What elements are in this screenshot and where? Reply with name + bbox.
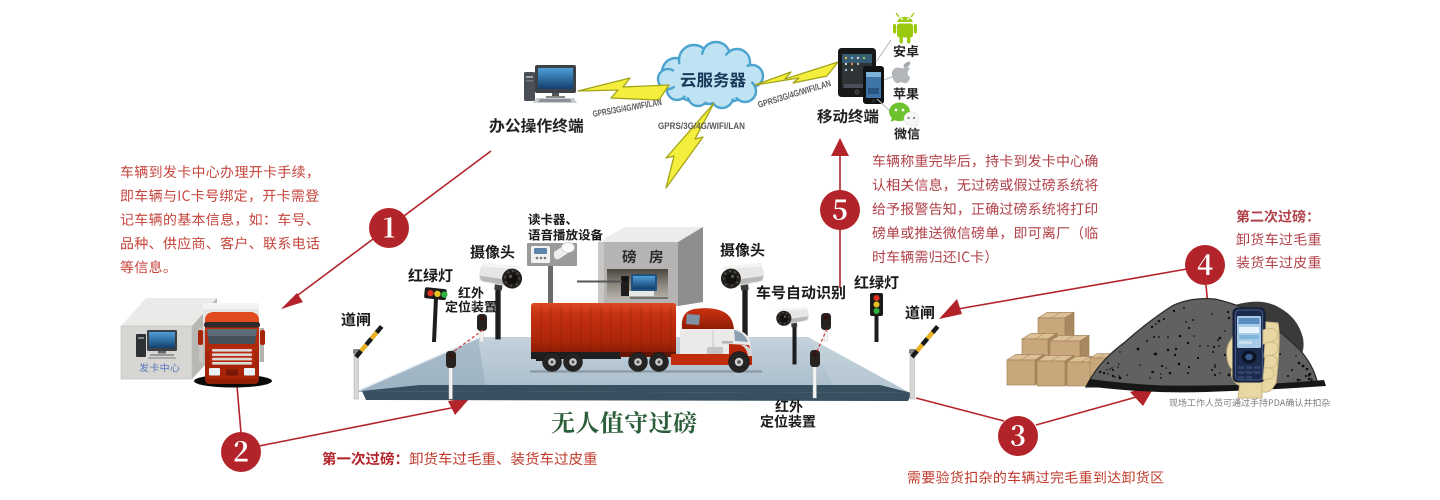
svg-text:GPRS/3G/4G/WIFI/LAN: GPRS/3G/4G/WIFI/LAN [658, 121, 745, 132]
svg-text:GPRS/3G/4G/WIFI/LAN: GPRS/3G/4G/WIFI/LAN [592, 97, 663, 119]
